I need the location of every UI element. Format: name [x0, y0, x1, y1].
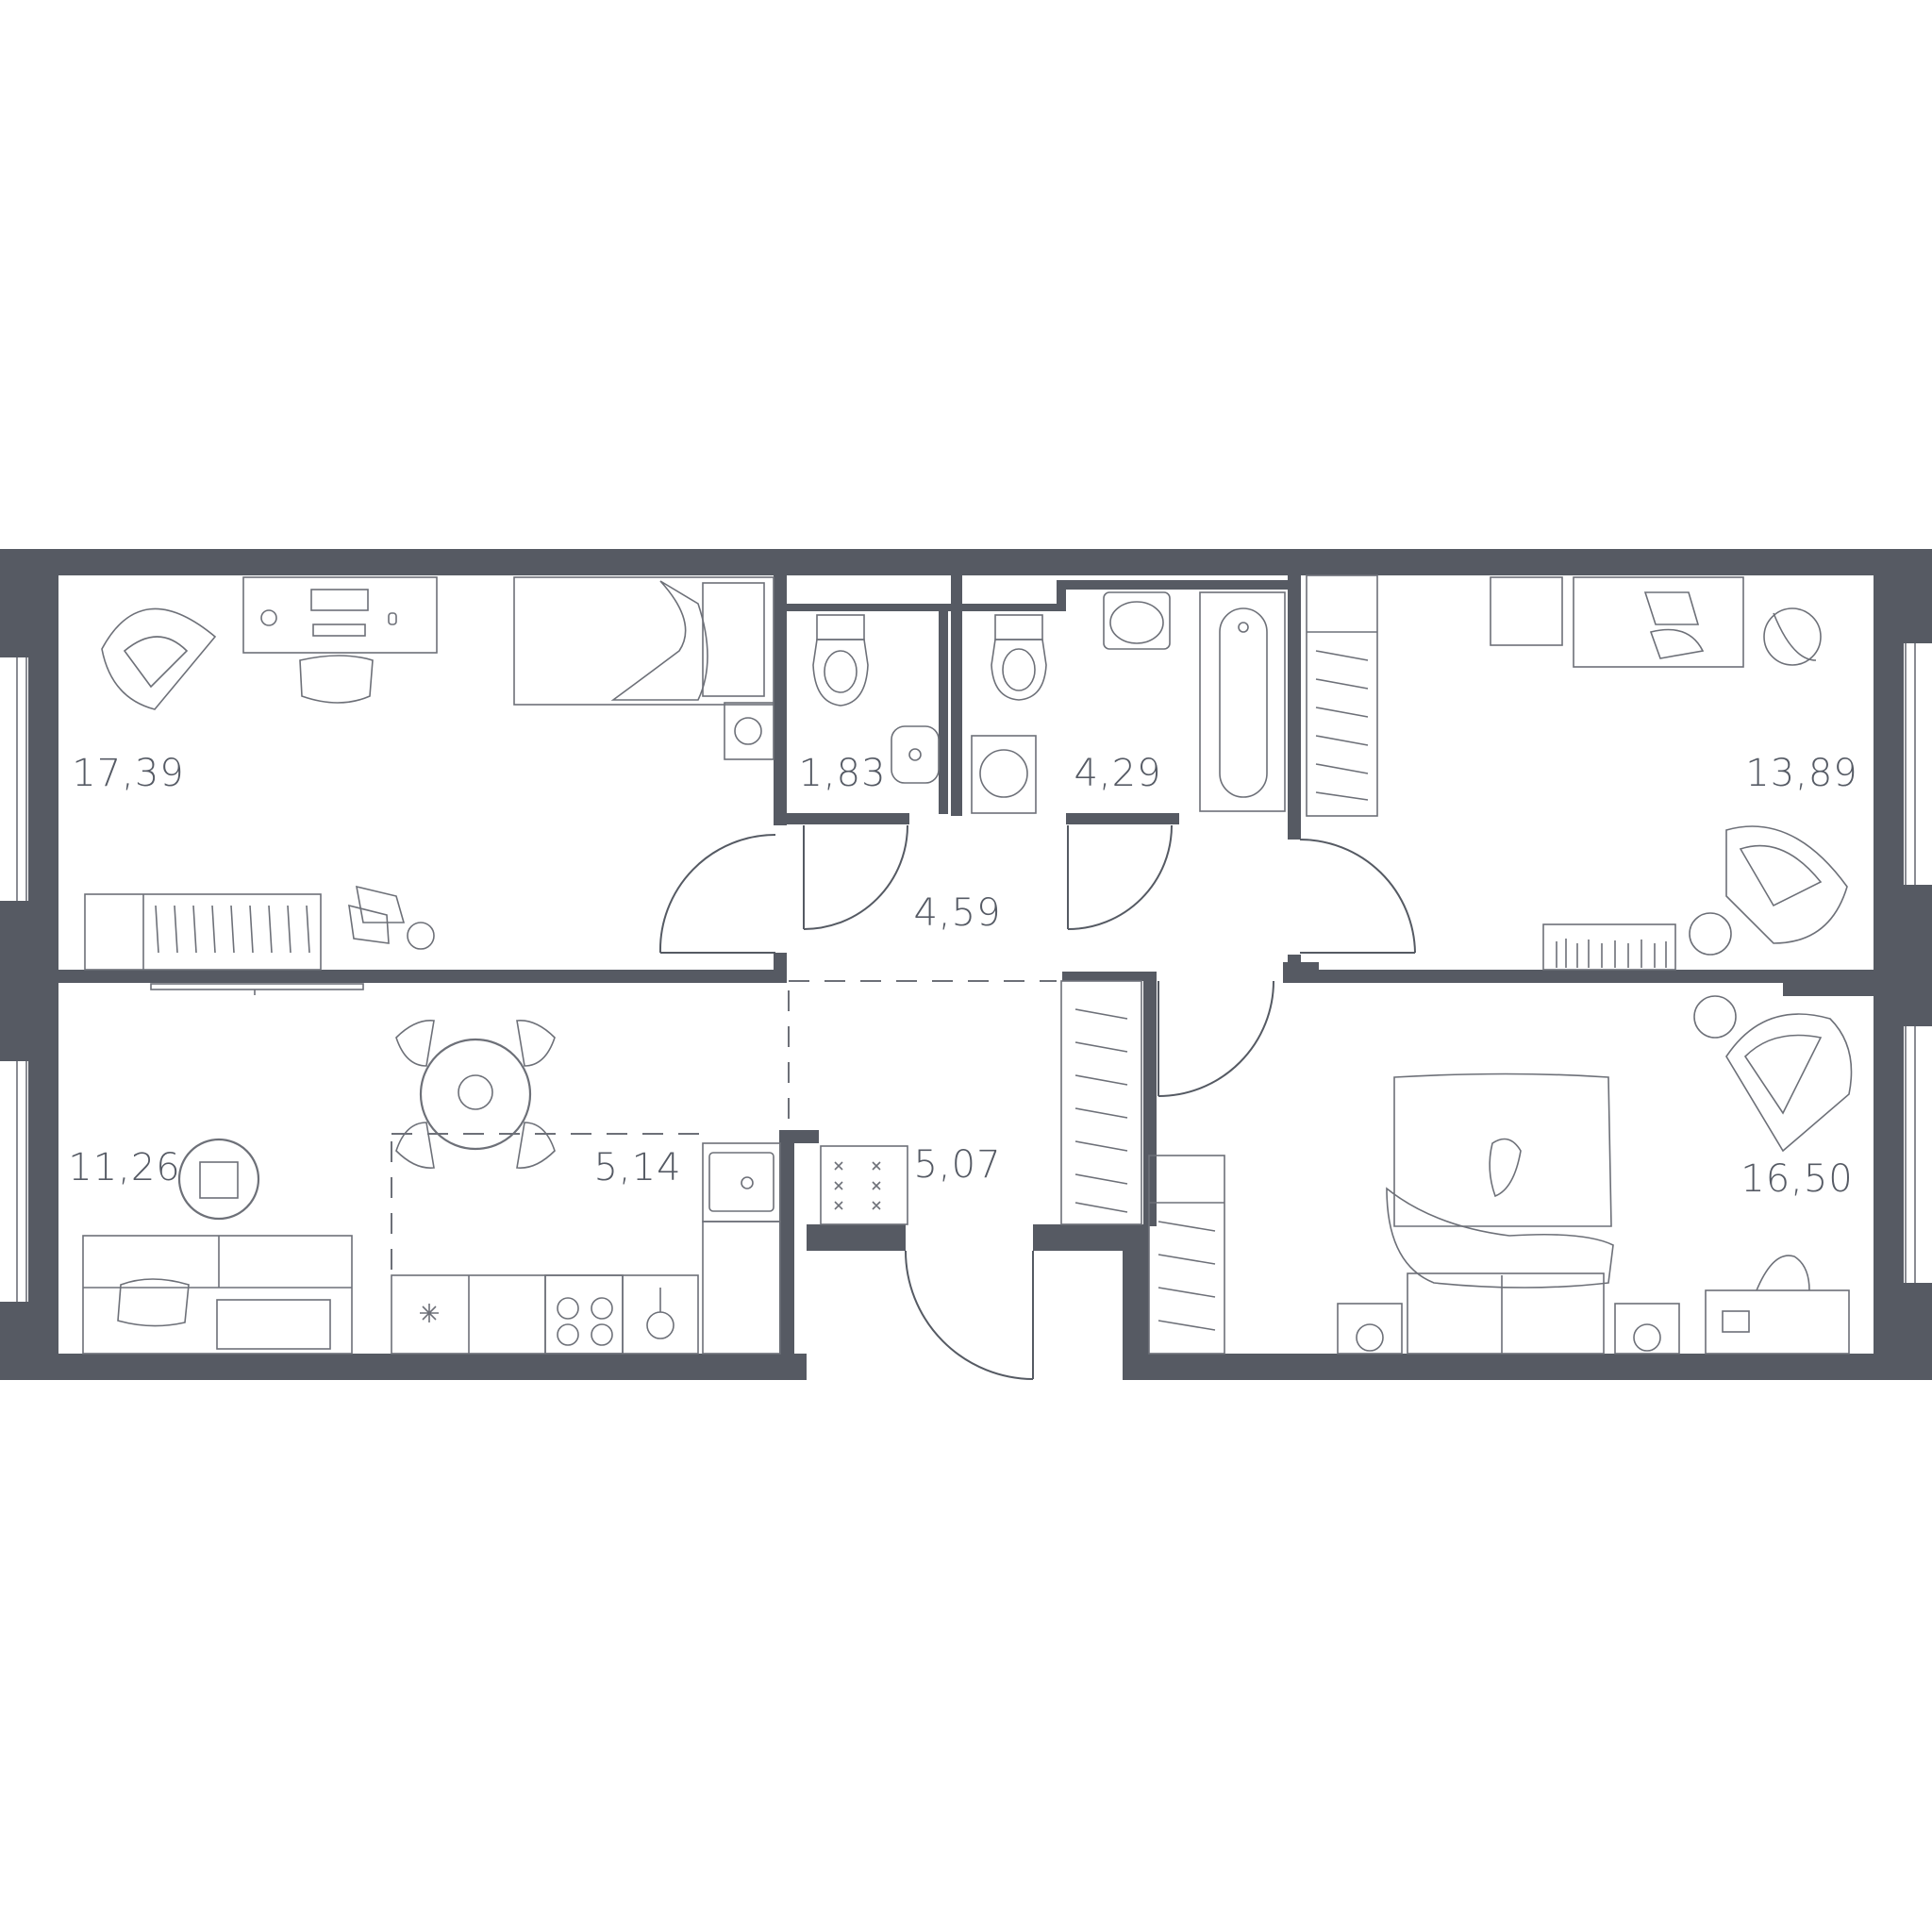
area-label-wc: 1,83 [798, 752, 887, 795]
armchair-top-left [101, 607, 217, 710]
area-label-bedroom-bottom-right: 16,50 [1740, 1157, 1854, 1201]
shoe-cabinet [820, 1145, 908, 1225]
sink-wc [891, 725, 940, 784]
closet-entrance [1060, 980, 1142, 1225]
nightstand-right-br [1614, 1303, 1680, 1355]
stove [544, 1274, 624, 1355]
dining-table [395, 1020, 556, 1169]
area-label-kitchen: 5,14 [593, 1146, 682, 1189]
sink-bath [1103, 591, 1171, 650]
bed-top-right [1573, 576, 1744, 668]
bathtub [1199, 591, 1286, 812]
skates-ball-icon [348, 885, 435, 950]
washing-machine [971, 735, 1037, 814]
coffee-table [177, 1138, 260, 1221]
nightstand-top-right [1490, 576, 1563, 646]
kitchen-sink [702, 1142, 781, 1355]
sofa [82, 1235, 353, 1355]
toilet-wc [812, 614, 869, 707]
armchair-bottom-right [1725, 1013, 1853, 1153]
tv [150, 983, 364, 995]
windows [16, 643, 1916, 1302]
washing-box-top-left [724, 702, 774, 760]
armchair-top-right [1725, 825, 1848, 944]
bed-top-left [513, 576, 774, 706]
area-label-hallway: 4,59 [913, 891, 1002, 935]
shelf-top-left [84, 893, 322, 971]
area-label-bathroom: 4,29 [1074, 752, 1162, 795]
area-label-living-room: 11,26 [68, 1146, 181, 1189]
area-label-entrance-hall: 5,07 [913, 1143, 1002, 1187]
zone-separators [391, 980, 1057, 1273]
walls [0, 549, 1932, 1380]
nightstand-left-br [1337, 1303, 1403, 1355]
stool-bottom-right [1693, 995, 1737, 1039]
plant-icon [1763, 607, 1822, 666]
books-shelf [1542, 923, 1676, 971]
stool-top-right [1689, 912, 1732, 956]
bed-bottom-right [1386, 1073, 1614, 1355]
desk-bottom-right [1705, 1255, 1850, 1355]
area-label-bedroom-top-left: 17,39 [72, 752, 185, 795]
kettle-icon [646, 1288, 675, 1339]
area-label-bedroom-top-right: 13,89 [1745, 752, 1858, 795]
closet-top-right [1306, 574, 1378, 817]
toilet-bath [991, 614, 1047, 701]
doors [658, 824, 1416, 1380]
closet-bottom-right [1148, 1155, 1225, 1355]
desk-top-left [242, 576, 438, 704]
